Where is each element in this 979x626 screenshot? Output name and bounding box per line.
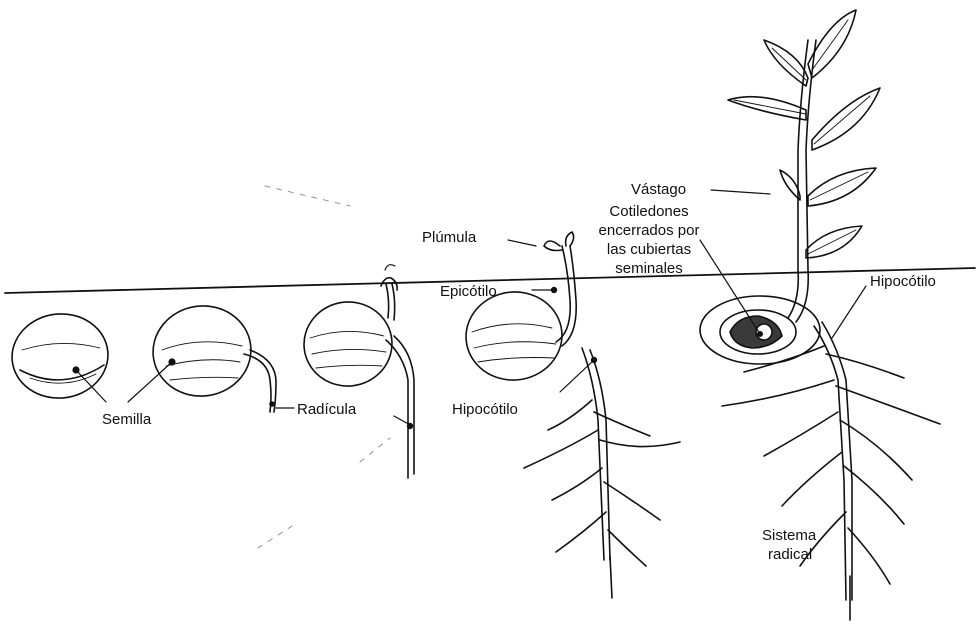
label-plumula: Plúmula bbox=[422, 228, 476, 247]
label-cotiledones-line-1: Cotiledones bbox=[584, 202, 714, 221]
label-sistema-radical-line-1: Sistema bbox=[762, 526, 816, 545]
label-hipocotilo-seedling: Hipocótilo bbox=[452, 400, 518, 419]
label-cotiledones: Cotiledones encerrados por las cubiertas… bbox=[584, 202, 714, 278]
label-vastago: Vástago bbox=[631, 180, 686, 199]
seed-stage-2 bbox=[147, 300, 276, 412]
label-cotiledones-line-2: encerrados por bbox=[584, 221, 714, 240]
label-sistema-radical: Sistema radical bbox=[762, 526, 816, 564]
leader-lines bbox=[76, 190, 866, 426]
label-sistema-radical-line-2: radical bbox=[762, 545, 816, 564]
seed-stage-3 bbox=[300, 265, 414, 478]
label-epicotilo: Epicótilo bbox=[440, 282, 497, 301]
label-radicula: Radícula bbox=[297, 400, 356, 419]
label-hipocotilo-plant: Hipocótilo bbox=[870, 272, 936, 291]
seed-stage-5 bbox=[700, 10, 940, 620]
label-semilla: Semilla bbox=[102, 410, 151, 429]
label-cotiledones-line-3: las cubiertas bbox=[584, 240, 714, 259]
label-cotiledones-line-4: seminales bbox=[584, 259, 714, 278]
seed-stage-1 bbox=[8, 309, 112, 403]
